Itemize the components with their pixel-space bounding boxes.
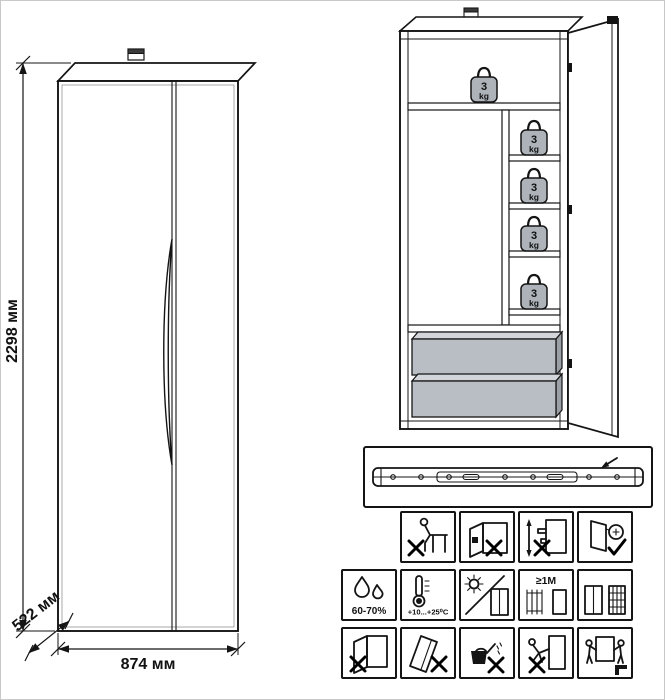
weight-value: 3 [481,81,487,93]
wardrobe-body [57,80,239,632]
no-climbing-tipover-icon [518,511,574,563]
prohibition-x-icon [485,539,503,557]
weight-unit: kg [529,144,539,154]
door-panel-outline [61,84,235,628]
drawer [410,330,564,377]
no-sitting-on-furniture-icon [400,511,456,563]
hinge-icon [567,205,572,214]
shelf-load-weight: 3 kg [520,273,548,310]
height-dimension-label: 2298 мм [4,299,21,363]
weight-value: 3 [531,288,537,300]
temperature-range-label: +10...+25⁰C [408,608,449,617]
check-mark-icon [607,538,627,556]
prohibition-x-icon [528,656,546,674]
prohibition-x-icon [533,539,551,557]
width-dimension: 874 мм [50,633,246,673]
shelf-load-weight: 3 kg [520,167,548,204]
width-dimension-label: 874 мм [121,656,176,673]
care-icons-row-2: 60-70% +10...+25⁰C ≥1M [341,569,633,621]
prohibition-x-icon [349,655,367,673]
prohibition-x-icon [430,655,448,673]
heater-distance-label: ≥1M [536,575,557,587]
top-shelf [407,102,561,111]
heater-distance-icon: ≥1M [518,569,574,621]
care-icons-row-1 [400,511,633,563]
drawer-slide-box [363,446,653,508]
wardrobe-open-view: 3 kg 3 kg 3 kg 3 kg 3 kg [397,7,619,439]
weight-unit: kg [529,192,539,202]
top-fitting [463,7,479,18]
temperature-range-icon: +10...+25⁰C [400,569,456,621]
hinge-icon [567,359,572,368]
weight-value: 3 [531,182,537,194]
door-handle [163,238,173,466]
care-icons-row-3 [341,627,633,679]
wardrobe-front-view: 2298 мм 522 мм 874 мм [4,48,257,673]
humidity-range-icon: 60-70% [341,569,397,621]
door-gap [171,81,177,631]
no-tilting-icon [400,627,456,679]
no-direct-sunlight-icon [459,569,515,621]
humidity-range-label: 60-70% [352,606,387,617]
depth-dimension-label: 522 мм [9,588,63,635]
weight-value: 3 [531,134,537,146]
hinge-adjustment-check-icon [577,511,633,563]
wardrobe-top-face [56,62,257,82]
shelf-load-weight: 3 kg [520,215,548,252]
shelf-load-weight: 3 kg [470,66,498,103]
no-load-on-open-door-icon [459,511,515,563]
height-dimension: 2298 мм [4,55,71,639]
heater-grille-icon [577,569,633,621]
drawer [410,372,564,419]
prohibition-x-icon [487,656,505,674]
cabinet-top-face [397,16,584,32]
weight-unit: kg [529,298,539,308]
vertical-divider [501,109,510,326]
hinge-icon [567,63,572,72]
no-open-door-moving-icon [341,627,397,679]
carry-with-two-people-icon [577,627,633,679]
weight-value: 3 [531,230,537,242]
weight-unit: kg [529,240,539,250]
no-dragging-alone-icon [518,627,574,679]
open-door [567,16,619,439]
bottom-shelf [407,324,561,333]
clamp-icon [615,665,627,675]
no-water-icon [459,627,515,679]
pull-direction-arrow [601,457,618,468]
prohibition-x-icon [407,539,425,557]
weight-unit: kg [479,91,489,101]
top-fitting [127,48,145,61]
shelf-load-weight: 3 kg [520,119,548,156]
door-damper-icon [607,16,618,24]
telescopic-drawer-slide-icon [372,457,644,487]
